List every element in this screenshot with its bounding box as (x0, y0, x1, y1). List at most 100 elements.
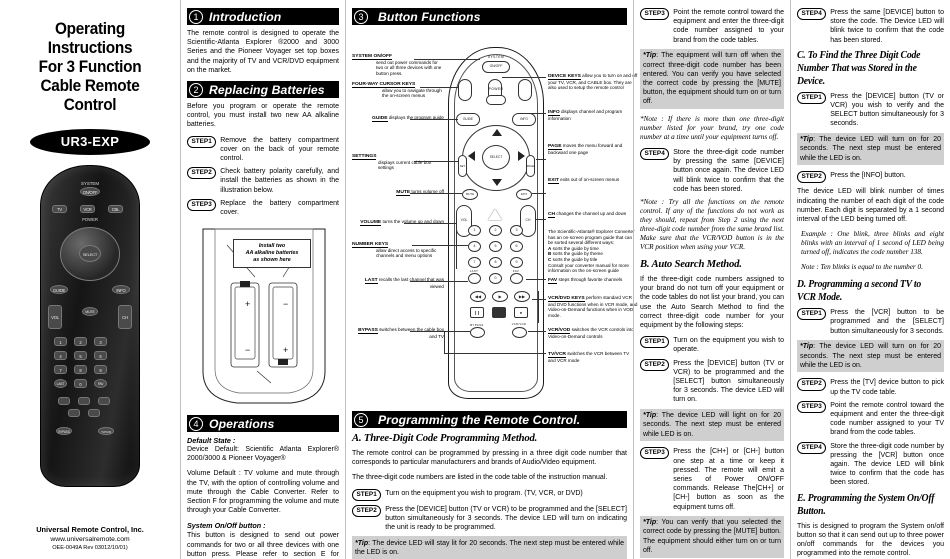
step-pill: STEP1 (797, 91, 827, 104)
diagram-power-button[interactable] (486, 95, 506, 105)
leader-line (536, 219, 546, 220)
callout-cursor-keys: FOUR-WAY CURSOR KEYS allow you to naviga… (352, 81, 444, 99)
diagram-number-7[interactable]: 7 (468, 257, 481, 268)
photo-mute-button: MUTE (82, 307, 98, 316)
callout-key: TV/VCR (548, 352, 566, 358)
leader-bracket (456, 227, 457, 269)
callout-key: LAST (364, 278, 378, 284)
section-title-button-functions: Button Functions (378, 9, 481, 24)
diagram-guide-button[interactable]: GUIDE (456, 113, 480, 126)
callout-key: SYSTEM ON/OFF (352, 54, 392, 60)
diagram-channel-rocker[interactable]: CH (520, 205, 536, 237)
diagram-label-fav: FAV (512, 269, 520, 273)
tip-text: You can verify that you selected the cor… (643, 519, 781, 554)
diagram-page-button[interactable]: PAGE (526, 155, 535, 177)
diagram-mute-button[interactable]: MUTE (462, 189, 478, 200)
photo-number-2: 2 (74, 337, 87, 346)
diagram-rewind-button[interactable]: ◀◀ (470, 291, 486, 302)
diagram-fav-button[interactable] (510, 273, 523, 284)
callout-key: FAV (548, 278, 558, 284)
step-text: Press the [TV] device button to pick up … (830, 379, 944, 396)
diagram-number-6[interactable]: 6 (510, 241, 523, 252)
step-pill: STEP1 (797, 308, 827, 321)
footer-url[interactable]: www.universalremote.com (50, 536, 130, 543)
callout-key: VCR/DVD KEYS (548, 296, 585, 302)
tip-text: The device LED will turn on for 20 secon… (800, 136, 941, 162)
heading-method-c: C. To Find the Three Digit Code Number T… (797, 49, 921, 87)
method-c-tip-1: *Tip: The device LED will turn on for 20… (797, 132, 944, 166)
battery-step-2: STEP2 Check battery polarity carefully, … (187, 167, 339, 195)
callout-key: BYPASS (358, 328, 378, 334)
diagram-number-9[interactable]: 9 (510, 257, 523, 268)
photo-number-4: 4 (54, 351, 67, 360)
callout-text: changes the channel up and down (556, 211, 627, 216)
diagram-cursor-right-icon[interactable] (518, 151, 525, 161)
diagram-last-button[interactable] (468, 273, 481, 284)
diagram-bypass-button[interactable] (470, 327, 485, 338)
method-a-step-3: STEP3 Point the remote control toward th… (640, 8, 784, 45)
diagram-cursor-left-icon[interactable] (468, 151, 475, 161)
method-a-step-1: STEP1 Turn on the equipment you wish to … (352, 488, 627, 501)
callout-text: allow you to navigate through the on-scr… (382, 87, 442, 99)
diagram-fastforward-button[interactable]: ▶▶ (514, 291, 530, 302)
photo-number-0: 0 (74, 379, 87, 388)
diagram-tv-button[interactable] (458, 79, 472, 101)
diagram-pause-button[interactable]: ❙❙ (470, 307, 484, 318)
diagram-number-2[interactable]: 2 (489, 225, 502, 236)
method-d-step-1: STEP1 Press the [VCR] button to be progr… (797, 308, 944, 336)
diagram-number-4[interactable]: 4 (468, 241, 481, 252)
section-number-5: 5 (354, 412, 368, 427)
step-text: Remove the battery compartment cover on … (220, 136, 339, 163)
callout-text: turns volume off (411, 189, 444, 194)
diagram-vcrvod-button[interactable] (512, 327, 527, 338)
heading-method-e: E. Programming the System On/Off Button. (797, 492, 935, 517)
battery-callout-line2: AA alkaline batteries (245, 250, 299, 257)
photo-tv-button: TV (52, 205, 67, 213)
step-pill: STEP2 (187, 167, 217, 180)
step-text: Turn on the equipment you wish to progra… (385, 489, 583, 497)
callout-key: INFO (548, 110, 560, 116)
battery-illustration: + − − + Install two AA alkaline batterie… (187, 221, 339, 411)
method-b-step-1: STEP1 Turn on the equipment you wish to … (640, 336, 784, 354)
diagram-record-button[interactable]: ● (514, 307, 528, 318)
callout-key: PAGE (548, 144, 562, 150)
tip-text: The device LED will stay lit for 20 seco… (355, 539, 624, 557)
method-b-step-3: STEP3 Press the [CH+] or [CH-] button on… (640, 447, 784, 511)
column-method-a-continued-and-method-b: STEP3 Point the remote control toward th… (633, 0, 790, 559)
diagram-settings-button[interactable]: SET (458, 155, 467, 177)
photo-cbl-button: CBL (108, 205, 123, 213)
callout-number-keys: NUMBER KEYS allow direct access to speci… (352, 241, 444, 259)
diagram-label-last: LAST (469, 269, 479, 273)
photo-number-6: 6 (94, 351, 107, 360)
footer-company: Universal Remote Control, Inc. (36, 525, 144, 534)
photo-fav-button: FAV (94, 379, 107, 388)
photo-play-button (78, 397, 90, 405)
diagram-number-0[interactable]: 0 (489, 273, 502, 284)
diagram-number-5[interactable]: 5 (489, 241, 502, 252)
diagram-number-8[interactable]: 8 (489, 257, 502, 268)
diagram-number-1[interactable]: 1 (468, 225, 481, 236)
tip-colon: : (368, 539, 371, 547)
diagram-cbl-button[interactable] (518, 79, 532, 101)
leader-line (410, 281, 468, 282)
diagram-cursor-up-icon[interactable] (492, 129, 502, 136)
tip-text: The device LED will turn on for 20 secon… (800, 343, 941, 369)
diagram-exit-button[interactable]: EXIT (516, 189, 532, 200)
diagram-play-button[interactable]: ▶ (492, 291, 508, 302)
diagram-cursor-down-icon[interactable] (492, 179, 502, 186)
callout-text: allow you to turn on and off your TV, VC… (548, 73, 638, 91)
diagram-stop-button[interactable] (492, 307, 506, 318)
diagram-number-3[interactable]: 3 (510, 225, 523, 236)
callout-text: steps through favorite channels (558, 277, 623, 282)
section-title-introduction: Introduction (209, 9, 282, 24)
battery-callout-line3: as shown here (253, 257, 291, 264)
diagram-label-bypass: BYPASS (470, 323, 484, 327)
method-b-tip-1: *Tip: The device LED will light on for 2… (640, 408, 784, 442)
callout-key: VOLUME (360, 220, 382, 226)
diagram-system-onoff-button[interactable]: ON/OFF (482, 61, 510, 73)
callout-guide: GUIDE displays the program guide (352, 115, 444, 122)
diagram-select-button[interactable]: SELECT (482, 145, 510, 170)
diagram-info-button[interactable]: INFO (512, 113, 536, 126)
section-number-4: 4 (189, 416, 203, 431)
